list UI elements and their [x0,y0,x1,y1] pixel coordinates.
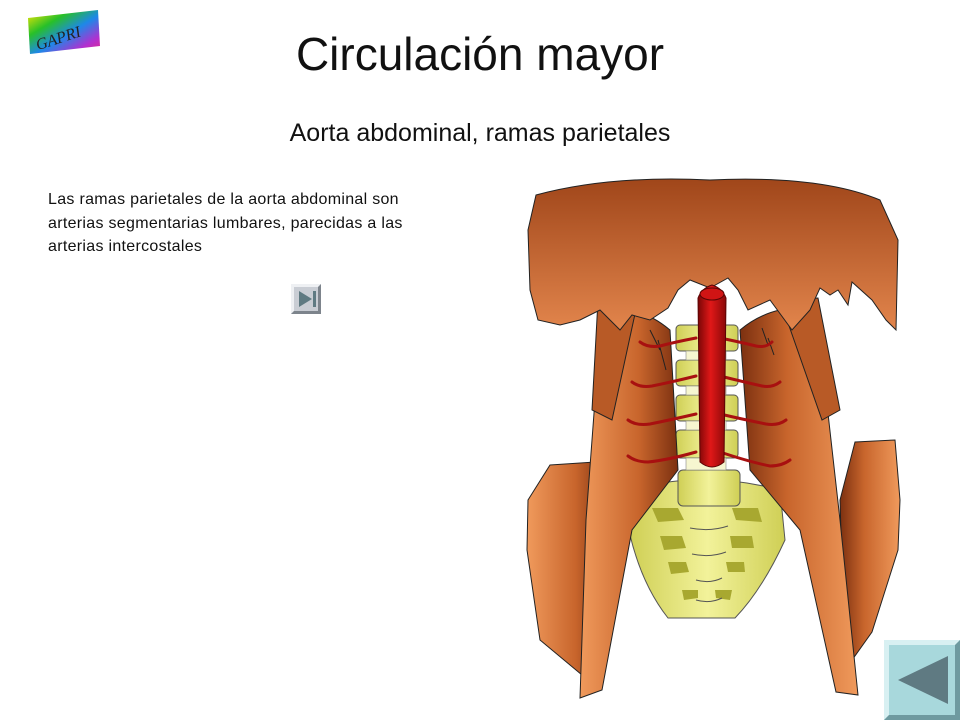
back-button[interactable] [884,640,960,720]
sacrum [629,479,786,619]
diaphragm [527,178,899,332]
lumbar-arteries [626,336,792,468]
abdominal-aorta [697,284,727,468]
next-button[interactable] [291,284,321,314]
gapri-logo: GAPRI [24,8,102,56]
vertebra-l5 [677,469,741,507]
description-text: Las ramas parietales de la aorta abdomin… [48,191,403,255]
back-triangle-icon [898,656,948,704]
page-title: Circulación mayor [295,28,665,80]
play-next-icon [299,291,316,307]
anatomy-illustration [500,170,920,720]
page-subtitle: Aorta abdominal, ramas parietales [289,119,671,147]
